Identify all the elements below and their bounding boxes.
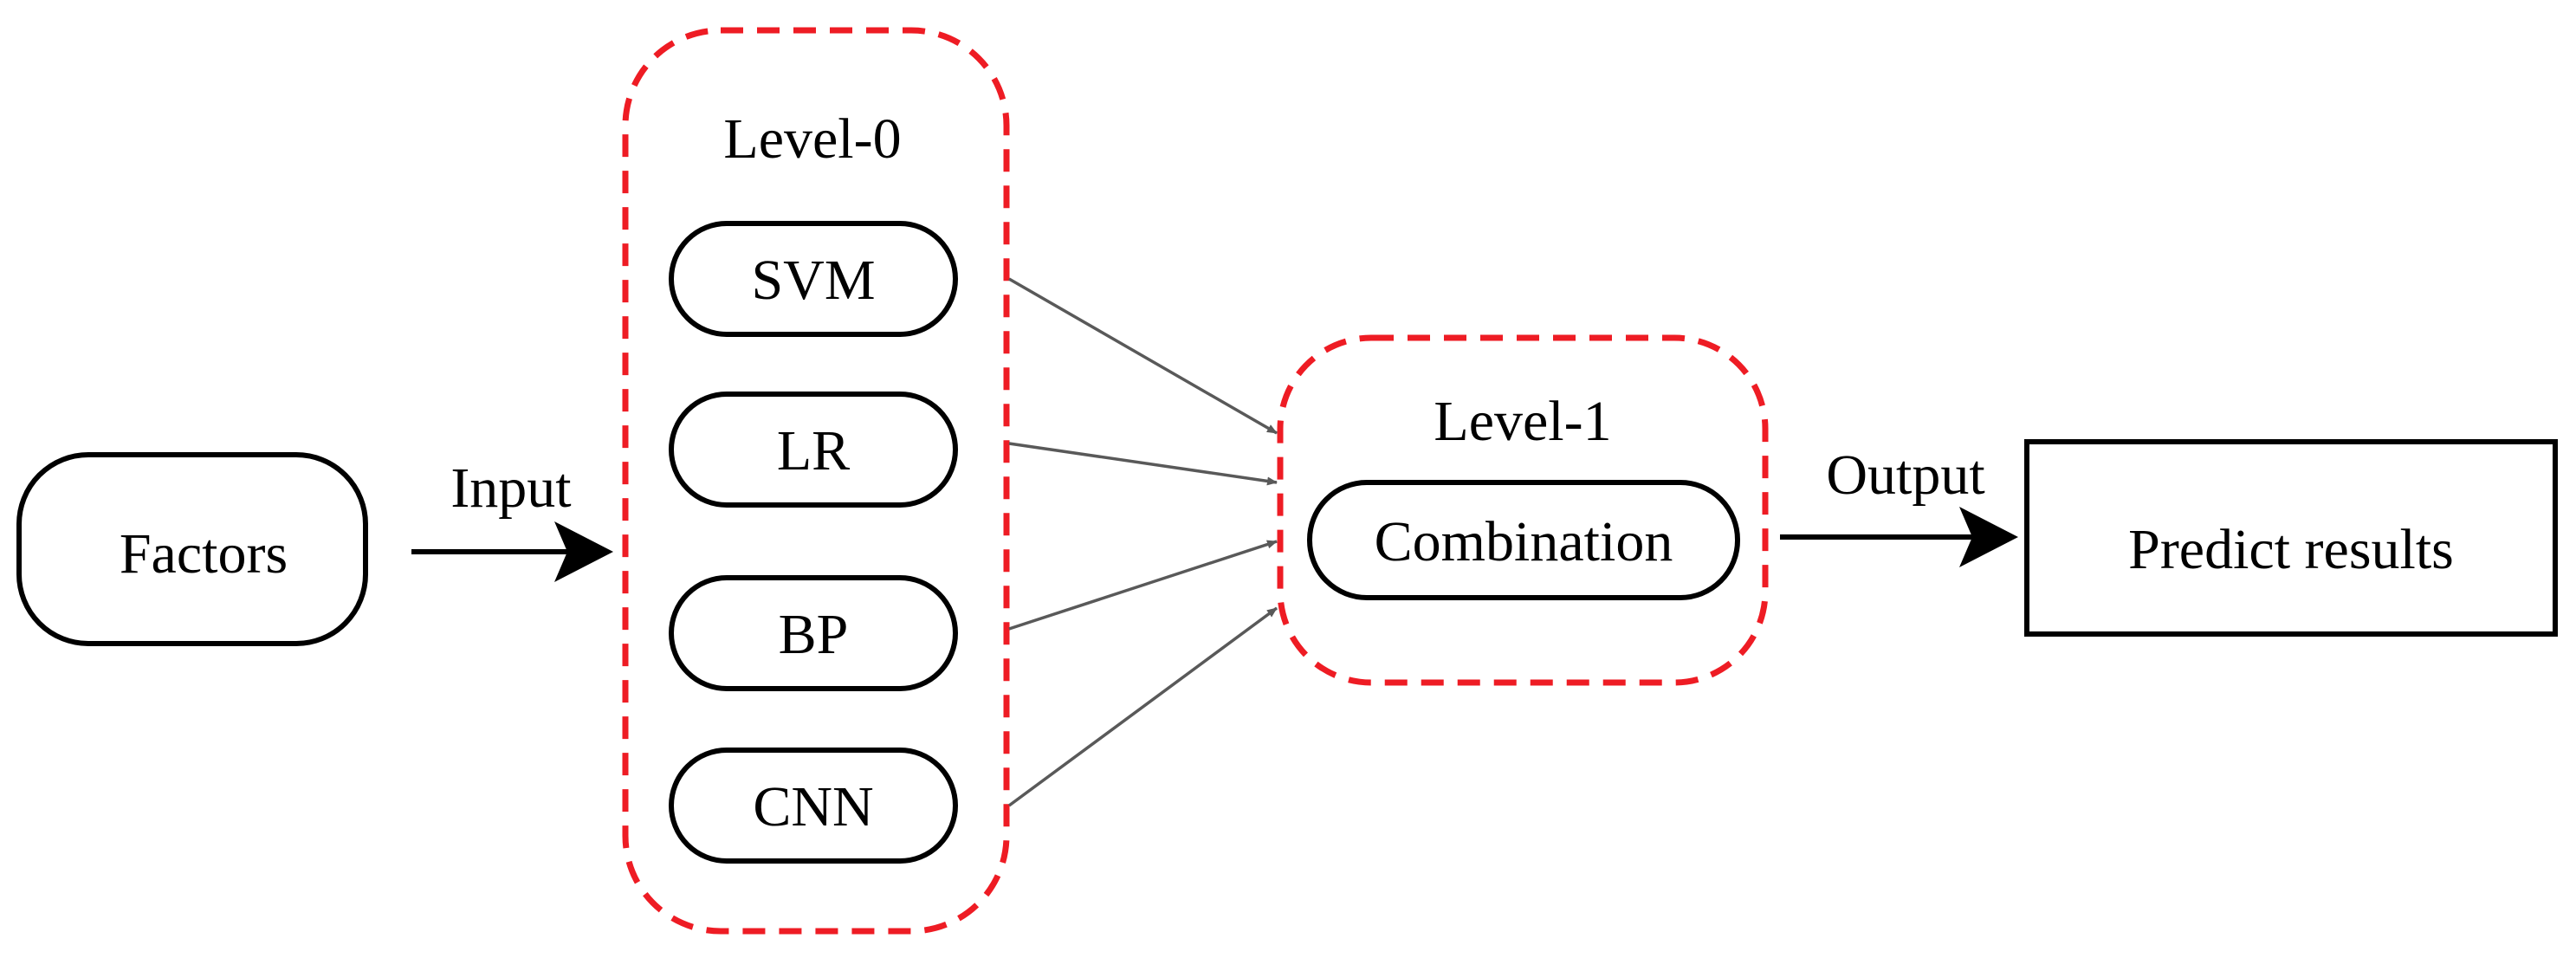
output-arrowhead	[1959, 507, 2018, 567]
bp-label: BP	[779, 603, 849, 666]
svm-node	[669, 221, 958, 337]
combination-node	[1307, 480, 1740, 600]
cnn-node	[669, 748, 958, 864]
predict-results-node	[2024, 439, 2558, 637]
bp-node	[669, 575, 958, 691]
level-1-label: Level-1	[1434, 390, 1611, 453]
cnn-to-level1-arrow	[1007, 606, 1278, 807]
lr-to-level1-arrow	[1008, 442, 1278, 486]
level-1-group	[1277, 334, 1769, 686]
level-0-label: Level-0	[723, 107, 901, 171]
lr-label: LR	[777, 419, 850, 482]
input-arrowhead	[554, 521, 613, 582]
output-label: Output	[1826, 443, 1984, 507]
cnn-label: CNN	[753, 775, 873, 838]
input-label: Input	[450, 456, 571, 520]
svm-to-level1-arrow	[1008, 277, 1278, 435]
lr-node	[669, 392, 958, 508]
predict-results-label: Predict results	[2128, 518, 2454, 581]
combination-label: Combination	[1375, 510, 1673, 573]
factors-label: Factors	[120, 522, 288, 586]
svm-label: SVM	[751, 249, 875, 312]
bp-to-level1-arrow	[1008, 540, 1278, 631]
level-0-group	[622, 27, 1010, 935]
factors-node	[16, 452, 368, 646]
